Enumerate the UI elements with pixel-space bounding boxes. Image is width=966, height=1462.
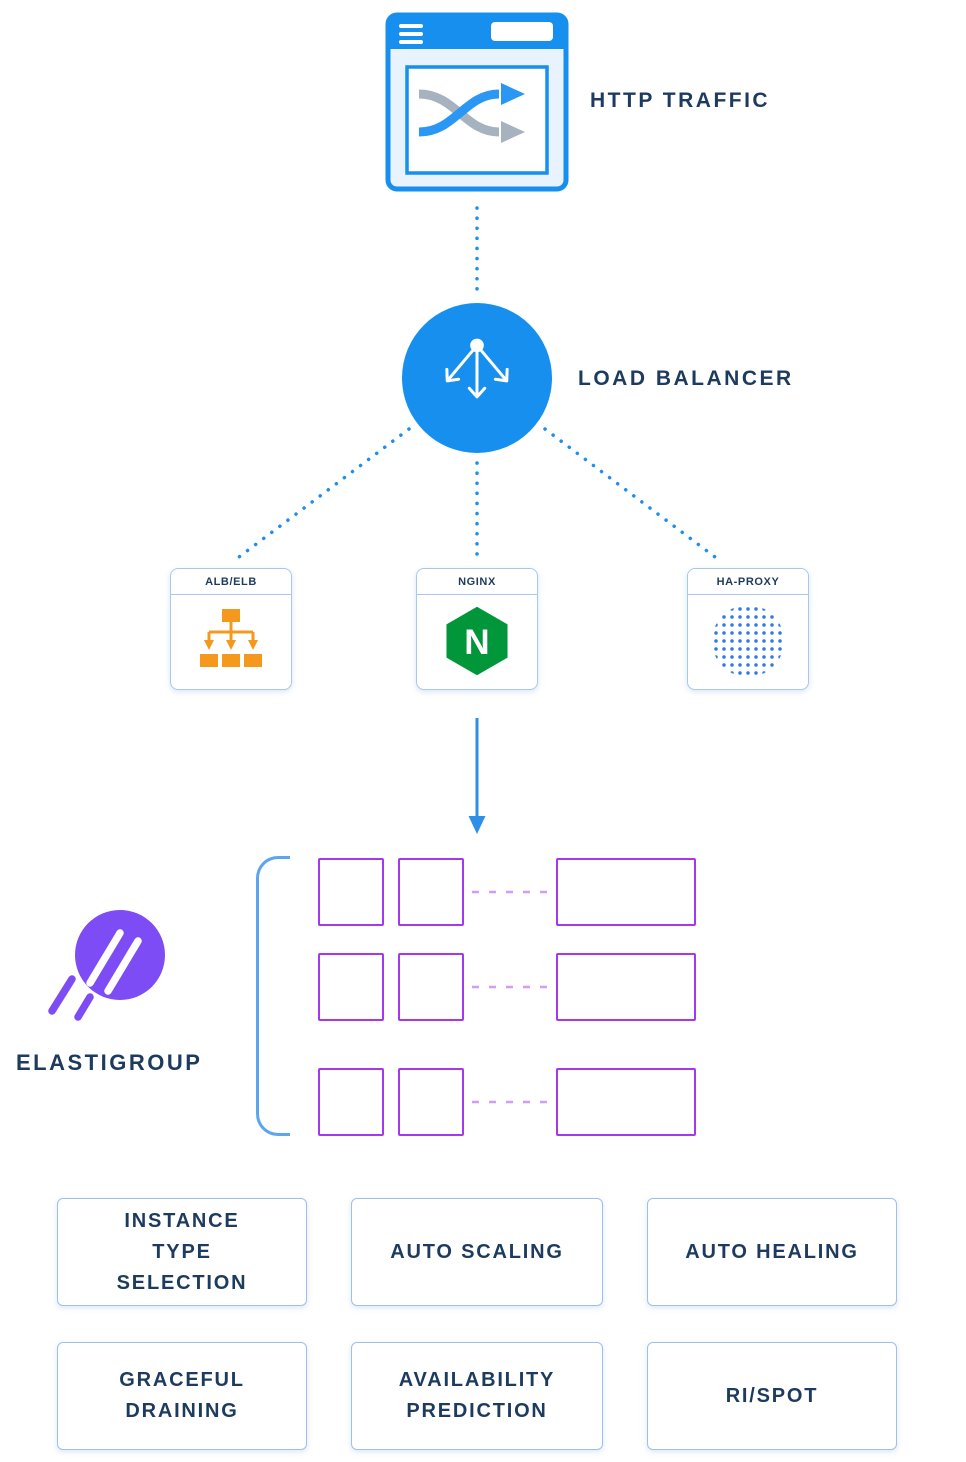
feature-auto-healing: AUTO HEALING — [647, 1198, 897, 1306]
instance-box-wide — [556, 953, 696, 1021]
feature-label: AVAILABILITY PREDICTION — [398, 1369, 556, 1422]
feature-graceful-draining: GRACEFUL DRAINING — [57, 1342, 307, 1450]
elastigroup-label: ELASTIGROUP — [16, 1050, 203, 1075]
feature-label: GRACEFUL DRAINING — [119, 1369, 245, 1422]
instance-box-small — [398, 953, 464, 1021]
feature-ri-spot: RI/SPOT — [647, 1342, 897, 1450]
feature-auto-scaling: AUTO SCALING — [351, 1198, 603, 1306]
instance-box-small — [318, 953, 384, 1021]
browser-address-bar — [491, 22, 553, 41]
http-traffic-icon — [385, 12, 569, 192]
node-haproxy: HA-PROXY — [687, 568, 809, 690]
load-balancer-label: LOAD BALANCER — [578, 367, 794, 390]
load-balancer-node — [402, 303, 552, 453]
feature-label: RI/SPOT — [725, 1384, 819, 1407]
browser-menu-icon — [399, 24, 423, 28]
node-alb-elb: ALB/ELB — [170, 568, 292, 690]
node-nginx-title: NGINX — [417, 569, 537, 595]
http-traffic-label: HTTP TRAFFIC — [590, 89, 771, 112]
feature-availability-prediction: AVAILABILITY PREDICTION — [351, 1342, 603, 1450]
blue-traffic-arrow — [418, 89, 500, 137]
instance-box-wide — [556, 858, 696, 926]
feature-label: INSTANCE TYPE SELECTION — [116, 1209, 248, 1294]
haproxy-sphere-icon — [712, 605, 784, 677]
feature-label: AUTO HEALING — [685, 1240, 859, 1263]
node-nginx: NGINX N — [416, 568, 538, 690]
dotted-link-lb-to-alb — [237, 427, 411, 559]
load-balancer-arrows-icon — [445, 338, 509, 399]
dotted-link-lb-to-haproxy — [543, 427, 717, 559]
instance-box-wide — [556, 1068, 696, 1136]
instance-box-small — [398, 858, 464, 926]
nginx-letter: N — [464, 623, 489, 662]
feature-label: AUTO SCALING — [390, 1240, 564, 1263]
arrow-to-elastigroup-head — [468, 816, 486, 834]
node-alb-elb-title: ALB/ELB — [171, 569, 291, 595]
nginx-logo-icon: N — [446, 606, 508, 676]
alb-elb-flow-icon — [200, 609, 262, 667]
elastigroup-comet-icon — [48, 910, 165, 1021]
node-haproxy-title: HA-PROXY — [688, 569, 808, 595]
instance-box-small — [318, 1068, 384, 1136]
feature-instance-type-selection: INSTANCE TYPE SELECTION — [57, 1198, 307, 1306]
elastigroup-brace — [256, 856, 290, 1136]
instance-box-small — [318, 858, 384, 926]
instance-box-small — [398, 1068, 464, 1136]
